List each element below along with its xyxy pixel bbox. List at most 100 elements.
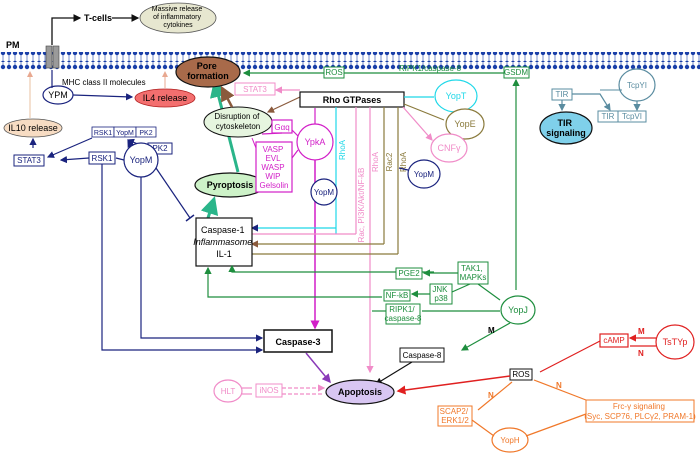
gsdm-box <box>503 66 530 79</box>
mhc-to-tcell-arrow <box>51 14 82 45</box>
yopm-right-node <box>407 159 441 189</box>
yope-node <box>445 108 485 140</box>
yopm-to-caspase3-arrow <box>140 177 264 342</box>
tak1-label: TAK1, MAPKs <box>460 264 487 282</box>
ros-to-apoptosis-arrow <box>396 375 511 395</box>
caspase1-box <box>195 217 253 267</box>
tcpvi-box <box>617 110 647 123</box>
gaq-label: Gαq <box>274 123 289 132</box>
m-red-label: M <box>638 327 645 336</box>
vasp-list-box <box>255 141 293 193</box>
camp-inhibits-ros <box>539 340 601 373</box>
yope-label: YopE <box>454 119 475 129</box>
il10-label: IL10 release <box>8 123 58 133</box>
n-orange-left-label: N <box>488 391 494 400</box>
rac2-label: Rac2 <box>385 152 394 171</box>
caspase8-box <box>399 347 445 363</box>
caspase3-box <box>263 329 333 353</box>
caspase8-label: Caspase-8 <box>403 351 442 360</box>
rhoa-olive-label: RhoA <box>399 151 408 172</box>
cytokine-label: Massive release of inflammatory cytokine… <box>152 6 205 29</box>
gsdm-label: GSDM <box>504 68 528 77</box>
tir-to-complex-arrow <box>572 93 611 112</box>
apoptosis-node <box>325 379 395 405</box>
il10-node <box>3 118 63 138</box>
yopm-left-label: YopM <box>130 155 153 165</box>
disruption-to-pore-arrow <box>220 85 235 108</box>
complex-to-stat3-arrow <box>46 137 93 158</box>
t-cells-label: T-cells <box>84 13 112 23</box>
mhc-label: MHC class II molecules <box>62 78 146 87</box>
rho-gtpases-box <box>299 91 405 108</box>
inos-box <box>255 383 283 398</box>
disruption-label: Disruption of cytoskeleton <box>214 112 261 131</box>
inos-label: iNOS <box>259 386 278 395</box>
pyroptosis-label: Pyroptosis <box>207 180 254 190</box>
gaq-to-disruption <box>261 132 283 135</box>
caspase3-label: Caspase-3 <box>275 337 320 347</box>
svg-text:PK2: PK2 <box>139 130 152 137</box>
pge2-label: PGE2 <box>398 269 420 278</box>
tstyp-node <box>655 324 695 360</box>
yoph-label: YopH <box>500 436 520 445</box>
hlt-node <box>213 379 243 403</box>
rsk1-yopm-pk2-complex: RSK1 YopM PK2 <box>91 126 157 138</box>
yopt-label: YopT <box>446 91 467 101</box>
rsk1-arrow <box>59 155 90 164</box>
mhc-receptor-icon <box>45 45 60 69</box>
ypka-inhibits-vasp <box>291 149 299 159</box>
vasp-to-disruption <box>251 137 257 149</box>
caspase8-to-apoptosis-arrow <box>374 361 413 385</box>
ripk-top-label: RIPK1/caspase-8 <box>399 64 462 73</box>
tak1-to-caspase1-arrow <box>228 264 434 273</box>
scap2-label: SCAP2/ ERK1/2 <box>440 407 471 425</box>
caspase1-to-pyroptosis-arrow <box>200 196 219 219</box>
rhoa-pink-label: RhoA <box>371 151 380 172</box>
tir-bottom-label: TIR <box>602 112 615 121</box>
vasp-list-label: VASP EVL WASP WIP Gelsolin <box>260 145 289 190</box>
stat3-left-label: STAT3 <box>17 156 41 165</box>
svg-text:RSK1: RSK1 <box>94 130 112 137</box>
yoph-inhibits-scap2 <box>471 419 495 437</box>
jnk-label: JNK p38 <box>432 285 449 303</box>
ros-bottom-box <box>509 368 533 381</box>
yopm-right-inhibits <box>398 167 409 171</box>
scap2-box <box>437 405 473 427</box>
rho-to-disruption-arrow <box>266 96 301 113</box>
yopj-node <box>500 295 536 325</box>
frc-inhibits-ros <box>533 379 587 401</box>
il4-label: IL4 release <box>143 93 188 103</box>
rsk1-label: RSK1 <box>92 154 113 163</box>
il4-node <box>134 88 196 108</box>
nfkb-label: NF-kB <box>386 291 409 300</box>
yopm-mid-node <box>310 178 338 206</box>
stat3-left-box <box>13 154 45 167</box>
pk2-label: PK2 <box>152 144 168 153</box>
yopj-inhibits-tak1 <box>477 283 501 301</box>
nfkb-box <box>383 289 411 302</box>
cytokine-release-node <box>139 2 217 34</box>
ypka-inhibits-gaq <box>291 129 299 137</box>
apoptosis-label: Apoptosis <box>338 387 382 397</box>
tir-signaling-label: TIR signaling <box>546 118 586 138</box>
pore-formation-label: Pore formation <box>187 61 229 81</box>
yoph-inhibits-frc <box>525 413 587 437</box>
ros-top-label: ROS <box>325 68 342 77</box>
ypm-to-il4-arrow <box>72 93 134 101</box>
tak1-to-jnk <box>451 283 471 293</box>
nfkb-to-caspase1-arrow <box>204 266 382 298</box>
tir-top-label: TIR <box>556 90 569 99</box>
yopm-right-label: YopM <box>414 170 435 179</box>
rho-gtpases-label: Rho GTPases <box>323 95 382 105</box>
hlt-label: HLT <box>221 387 236 396</box>
rsk1-to-caspase3-arrow <box>101 164 264 354</box>
pore-formation-node <box>175 56 241 88</box>
tir-signaling-node <box>539 111 593 145</box>
yope-inhibits-rho <box>403 103 445 121</box>
stat3-mid-label: STAT3 <box>243 85 267 94</box>
membrane-label: PM <box>6 40 20 50</box>
tcpyi-label: TcpYI <box>627 81 647 90</box>
yopm-inhibits-caspase1 <box>155 167 191 219</box>
yopm-to-rsk1-line <box>115 157 125 161</box>
